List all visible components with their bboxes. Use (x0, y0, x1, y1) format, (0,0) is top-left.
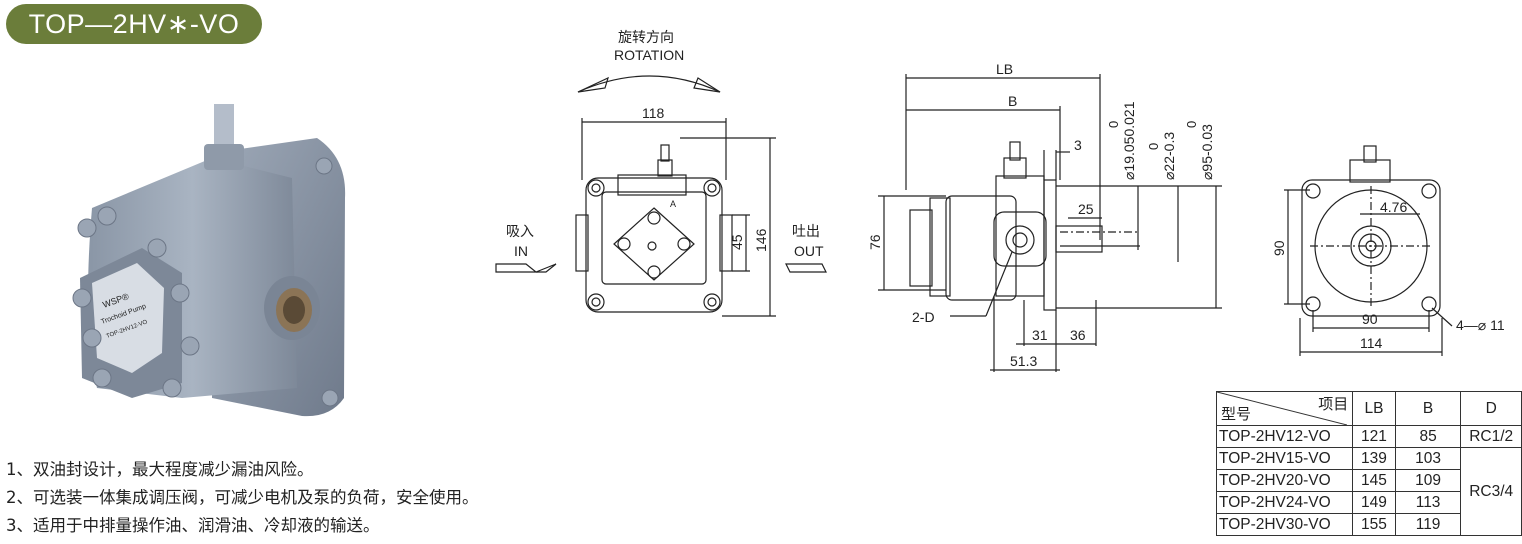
dim-45: 45 (729, 234, 745, 250)
page-title: TOP—2HV∗-VO (6, 4, 262, 44)
dim-shaft-dia: ⌀19.050.021 (1121, 101, 1137, 180)
cell-b: 113 (1394, 491, 1462, 514)
column-header-lb: LB (1352, 391, 1396, 426)
feature-item: 2、可选装一体集成调压阀，可减少电机及泵的负荷，安全使用。 (6, 488, 479, 507)
dim-3: 3 (1074, 137, 1082, 153)
out-en-label: OUT (794, 243, 824, 259)
rotation-en-label: ROTATION (614, 47, 684, 63)
table-row: TOP-2HV15-VO 139 103 RC3/4 (1215, 447, 1522, 536)
rotation-cn-label: 旋转方向 (618, 29, 674, 45)
dim-76: 76 (867, 234, 883, 250)
feature-list: 1、双油封设计，最大程度减少漏油风险。 2、可选装一体集成调压阀，可减少电机及泵… (6, 456, 479, 540)
cell-d-merged: RC3/4 (1460, 447, 1522, 536)
header-item-label: 项目 (1318, 396, 1349, 413)
column-header-d: D (1460, 391, 1522, 426)
column-header-b: B (1394, 391, 1462, 426)
dim-95-tol: 0 (1184, 121, 1199, 128)
dim-90-horizontal: 90 (1362, 311, 1378, 327)
mark-a: A (670, 199, 676, 209)
cell-model: TOP-2HV20-VO (1215, 469, 1354, 492)
spec-table: 项目 型号 LB B D TOP-2HV12-VO 121 85 RC1/2 T… (1215, 391, 1522, 536)
cell-lb: 149 (1352, 491, 1396, 514)
cell-b: 109 (1394, 469, 1462, 492)
cell-model: TOP-2HV30-VO (1215, 513, 1354, 536)
dim-31: 31 (1032, 327, 1048, 343)
dim-90-vertical: 90 (1271, 240, 1287, 256)
feature-item: 3、适用于中排量操作油、润滑油、冷却液的输送。 (6, 516, 380, 535)
dim-118: 118 (642, 105, 665, 121)
cell-model: TOP-2HV12-VO (1215, 425, 1354, 448)
label-2d: 2-D (912, 309, 935, 325)
cell-b: 85 (1394, 425, 1462, 448)
table-corner-header: 项目 型号 (1215, 391, 1354, 426)
cell-lb: 145 (1352, 469, 1396, 492)
dim-shaft-tol: 0 (1106, 121, 1121, 128)
dim-146: 146 (753, 228, 769, 252)
cell-lb: 121 (1352, 425, 1396, 448)
table-row: TOP-2HV30-VO 155 119 (1215, 513, 1522, 536)
cell-b: 119 (1394, 513, 1462, 536)
holes-label: 4—⌀ 11 (1456, 317, 1505, 333)
feature-item: 1、双油封设计，最大程度减少漏油风险。 (6, 460, 314, 479)
in-cn-label: 吸入 (506, 223, 534, 239)
pump-photo: WSP® Trochoid Pump TOP-2HV12-VO (72, 104, 346, 417)
cell-model: TOP-2HV15-VO (1215, 447, 1354, 470)
dim-25: 25 (1078, 201, 1094, 217)
cell-lb: 155 (1352, 513, 1396, 536)
dim-b: B (1008, 93, 1017, 109)
dim-51-3: 51.3 (1010, 353, 1037, 369)
dim-4-76: 4.76 (1380, 199, 1407, 215)
table-row: TOP-2HV12-VO 121 85 RC1/2 (1215, 425, 1522, 448)
dim-36: 36 (1070, 327, 1086, 343)
cell-b: 103 (1394, 447, 1462, 470)
dim-95-dia: ⌀95-0.03 (1199, 124, 1215, 180)
diagonal-divider (1217, 392, 1347, 425)
table-row: TOP-2HV20-VO 145 109 (1215, 469, 1522, 492)
dim-22-tol: 0 (1146, 143, 1161, 150)
in-en-label: IN (514, 243, 528, 259)
dim-22-dia: ⌀22-0.3 (1161, 132, 1177, 180)
dim-lb: LB (996, 61, 1013, 77)
cell-lb: 139 (1352, 447, 1396, 470)
dim-114: 114 (1360, 335, 1383, 351)
cell-model: TOP-2HV24-VO (1215, 491, 1354, 514)
header-model-label: 型号 (1221, 406, 1252, 423)
out-cn-label: 吐出 (792, 223, 820, 239)
cell-d: RC1/2 (1460, 425, 1522, 448)
